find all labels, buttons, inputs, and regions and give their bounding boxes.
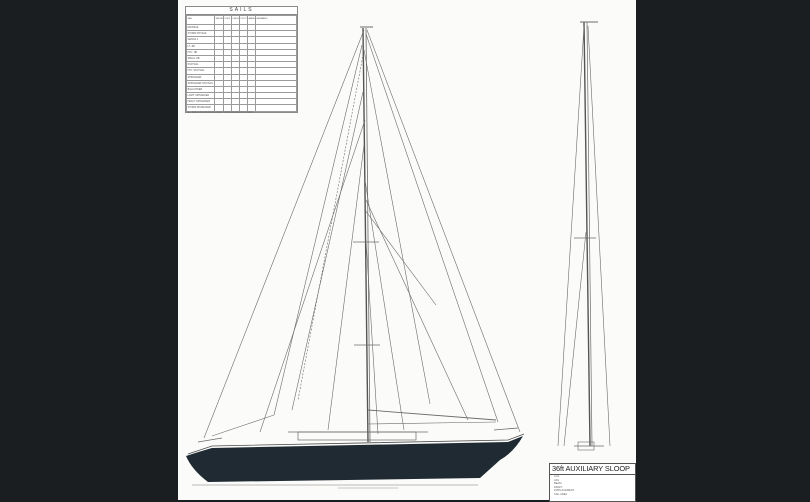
drawing-title: 36ft AUXILIARY SLOOP [550,464,635,475]
spec-row: SAIL AREA [554,492,568,496]
spec-row: LWL [554,478,560,482]
mainsail-leech [365,33,499,423]
sails-note: ALL SAILS OF DACRON EXCEPT SPINNAKERS OF… [187,111,253,114]
spinnaker-pole-line [364,209,437,306]
sails-table-title: SAILS [186,7,297,15]
sails-row: STORM SPINNAKER [186,104,297,112]
sails-row: HVY. STAYSAIL [186,67,297,75]
genoa-foot [211,414,275,437]
cabin-house [297,431,417,441]
boom [367,409,497,421]
forestay [203,29,365,439]
staysail-luff [259,119,366,433]
jib-leech [291,91,364,411]
spec-row: DRAFT [554,485,563,489]
title-block: 36ft AUXILIARY SLOOP LOA LWL BEAM DRAFT … [549,463,636,502]
backstay [366,29,521,433]
sails-grid: SAIL WEIGHT OZ LUFF LEECH FOOT AREA REMA… [186,15,297,112]
shroud [364,179,405,431]
partners-profile [577,441,595,451]
mast-profile-inner [586,21,593,447]
spinnaker-leech [363,49,431,405]
mainsail-foot [366,421,497,425]
staysail-leech [327,144,365,431]
hull [186,436,523,482]
sheer-line [187,433,525,455]
mast-inner [365,27,371,443]
stern-rail [493,427,519,431]
mast-profile [583,21,591,447]
spinnaker-sheet [365,199,469,421]
spec-row: LOA [554,475,560,478]
forestay-profile [557,25,585,447]
shroud-profile [563,231,587,447]
genoa-leech [273,44,363,416]
lower-shroud [365,239,379,435]
drawing-sheet: SAILS SAIL WEIGHT OZ LUFF LEECH FOOT ARE… [178,0,636,502]
mast [362,27,369,443]
backstay-profile [587,25,611,447]
sail-plan-drawing [186,21,611,489]
sails-table: SAILS SAIL WEIGHT OZ LUFF LEECH FOOT ARE… [185,6,298,113]
spec-row: BEAM [554,482,562,486]
spec-row: DISPLACEMENT [554,489,575,493]
pulpit [197,437,223,443]
sails-cell [255,104,297,112]
